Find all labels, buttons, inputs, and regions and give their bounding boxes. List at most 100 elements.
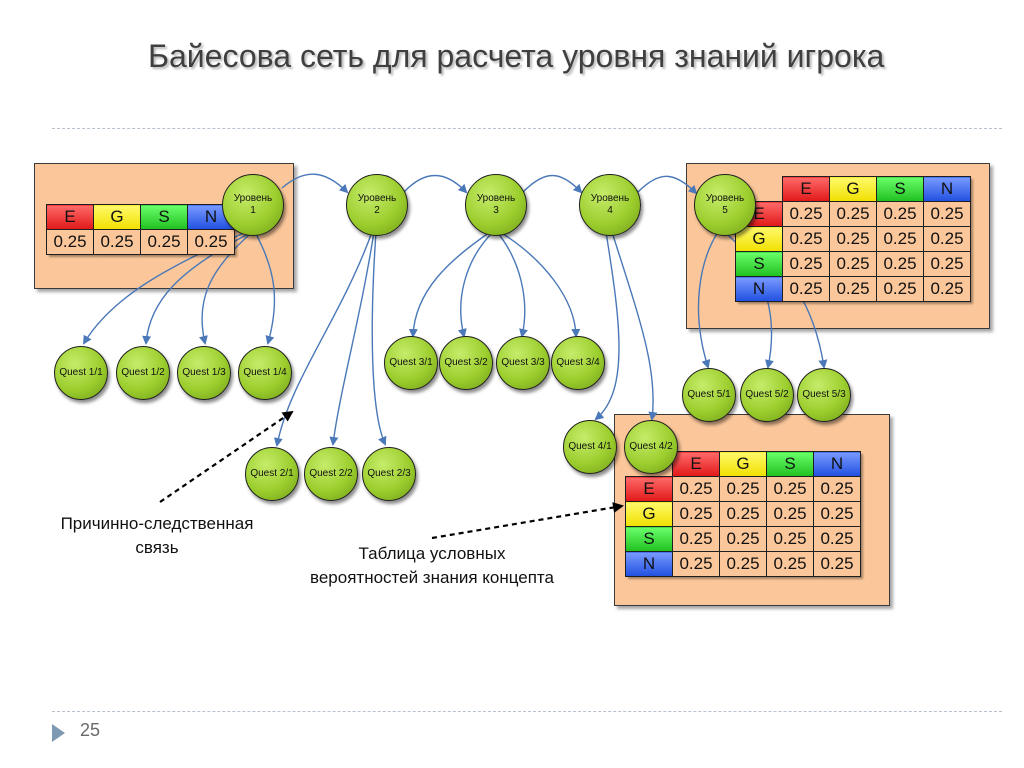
quest-node-label: Quest 2/1	[250, 468, 294, 479]
top-divider	[52, 128, 1002, 129]
cpt4-header-s: S	[766, 451, 814, 477]
cpt5-value: 0.25	[923, 226, 971, 252]
edge-l2-q21	[273, 231, 373, 447]
quest-node-1-1: Quest 1/1	[54, 346, 108, 400]
level-node-label: Уровень	[705, 193, 745, 204]
cpt4-value: 0.25	[813, 526, 861, 552]
quest-node-2-1: Quest 2/1	[245, 447, 299, 501]
edge-level3-level4	[522, 175, 583, 194]
quest-node-5-3: Quest 5/3	[797, 368, 851, 422]
quest-node-label: Quest 4/1	[568, 441, 612, 452]
quest-node-label: Quest 1/3	[182, 367, 226, 378]
quest-node-3-2: Quest 3/2	[439, 336, 493, 390]
cpt5-row-label-g: G	[735, 226, 783, 252]
cpt1-value: 0.25	[187, 229, 235, 255]
cpt-table-level-4: E G S N E 0.25 0.25 0.25 0.25 G 0.25 0.2…	[625, 451, 861, 577]
cpt-caption-line2: вероятностей знания концепта	[310, 568, 554, 587]
page-number: 25	[80, 720, 101, 740]
cpt5-value: 0.25	[876, 276, 924, 302]
cpt5-header-s: S	[876, 176, 924, 202]
cpt4-value: 0.25	[813, 551, 861, 577]
causal-link-caption-line1: Причинно-следственная	[60, 514, 254, 533]
edge-l4-q41	[594, 231, 620, 421]
cpt1-header-s: S	[140, 204, 188, 230]
cpt5-row-label-n: N	[735, 276, 783, 302]
quest-node-label: Quest 1/2	[121, 367, 165, 378]
edge-level2-level3	[403, 175, 468, 194]
quest-node-label: Quest 5/1	[687, 389, 731, 400]
quest-node-label: Quest 4/2	[629, 441, 673, 452]
quest-node-2-2: Quest 2/2	[304, 447, 358, 501]
quest-node-3-1: Quest 3/1	[384, 336, 438, 390]
cpt4-row-label-e: E	[625, 476, 673, 502]
cpt5-row-label-s: S	[735, 251, 783, 277]
cpt4-value: 0.25	[719, 501, 767, 527]
cpt4-value: 0.25	[766, 551, 814, 577]
edge-level1-level2	[281, 173, 349, 194]
quest-node-1-2: Quest 1/2	[116, 346, 170, 400]
edge-l3-q34	[499, 231, 581, 338]
slide-title: Байесова сеть для расчета уровня знаний …	[148, 38, 885, 74]
quest-node-5-1: Quest 5/1	[682, 368, 736, 422]
quest-node-4-1: Quest 4/1	[563, 420, 617, 474]
triangle-bullet-icon	[52, 724, 65, 742]
cpt5-value: 0.25	[876, 226, 924, 252]
quest-node-2-3: Quest 2/3	[362, 447, 416, 501]
quest-node-3-3: Quest 3/3	[496, 336, 550, 390]
edge-l5-q51	[697, 231, 719, 369]
pointer-cpt-table	[431, 502, 624, 540]
cpt5-value: 0.25	[829, 201, 877, 227]
level-node-number: 1	[250, 205, 256, 216]
quest-node-label: Quest 2/2	[309, 468, 353, 479]
quest-node-label: Quest 3/4	[556, 357, 600, 368]
cpt4-value: 0.25	[813, 501, 861, 527]
cpt5-value: 0.25	[782, 276, 830, 302]
cpt5-header-e: E	[782, 176, 830, 202]
cpt4-header-n: N	[813, 451, 861, 477]
level-node-number: 3	[493, 205, 499, 216]
level-node-number: 2	[374, 205, 380, 216]
cpt1-value: 0.25	[140, 229, 188, 255]
quest-node-label: Quest 5/2	[745, 389, 789, 400]
edge-l3-q31	[408, 231, 491, 338]
level-node-label: Уровень	[233, 193, 273, 204]
cpt5-value: 0.25	[923, 251, 971, 277]
level-node-number: 5	[722, 205, 728, 216]
cpt5-header-g: G	[829, 176, 877, 202]
cpt4-value: 0.25	[719, 476, 767, 502]
cpt-caption: Таблица условных вероятностей знания кон…	[272, 542, 592, 590]
cpt5-value: 0.25	[923, 201, 971, 227]
bottom-divider	[52, 711, 1002, 712]
cpt5-value: 0.25	[923, 276, 971, 302]
causal-link-caption: Причинно-следственная связь	[32, 512, 282, 560]
edge-l3-q32	[457, 231, 494, 338]
cpt4-header-g: G	[719, 451, 767, 477]
quest-node-1-4: Quest 1/4	[238, 346, 292, 400]
cpt5-value: 0.25	[829, 251, 877, 277]
cpt4-value: 0.25	[672, 476, 720, 502]
quest-node-5-2: Quest 5/2	[740, 368, 794, 422]
cpt4-value: 0.25	[672, 501, 720, 527]
level-node-label: Уровень	[476, 193, 516, 204]
level-node-number: 4	[607, 205, 613, 216]
cpt1-header-e: E	[46, 204, 94, 230]
level-node-label: Уровень	[590, 193, 630, 204]
edge-l1-q13	[199, 233, 251, 345]
cpt4-row-label-s: S	[625, 526, 673, 552]
edge-level4-level5	[637, 175, 698, 195]
quest-node-label: Quest 3/1	[389, 357, 433, 368]
causal-link-caption-line2: связь	[135, 538, 179, 557]
cpt5-header-n: N	[923, 176, 971, 202]
edge-l3-q33	[496, 231, 528, 338]
cpt5-value: 0.25	[829, 276, 877, 302]
quest-node-label: Quest 1/1	[59, 367, 103, 378]
quest-node-label: Quest 5/3	[802, 389, 846, 400]
cpt5-value: 0.25	[782, 226, 830, 252]
quest-node-label: Quest 3/3	[501, 357, 545, 368]
cpt4-header-e: E	[672, 451, 720, 477]
